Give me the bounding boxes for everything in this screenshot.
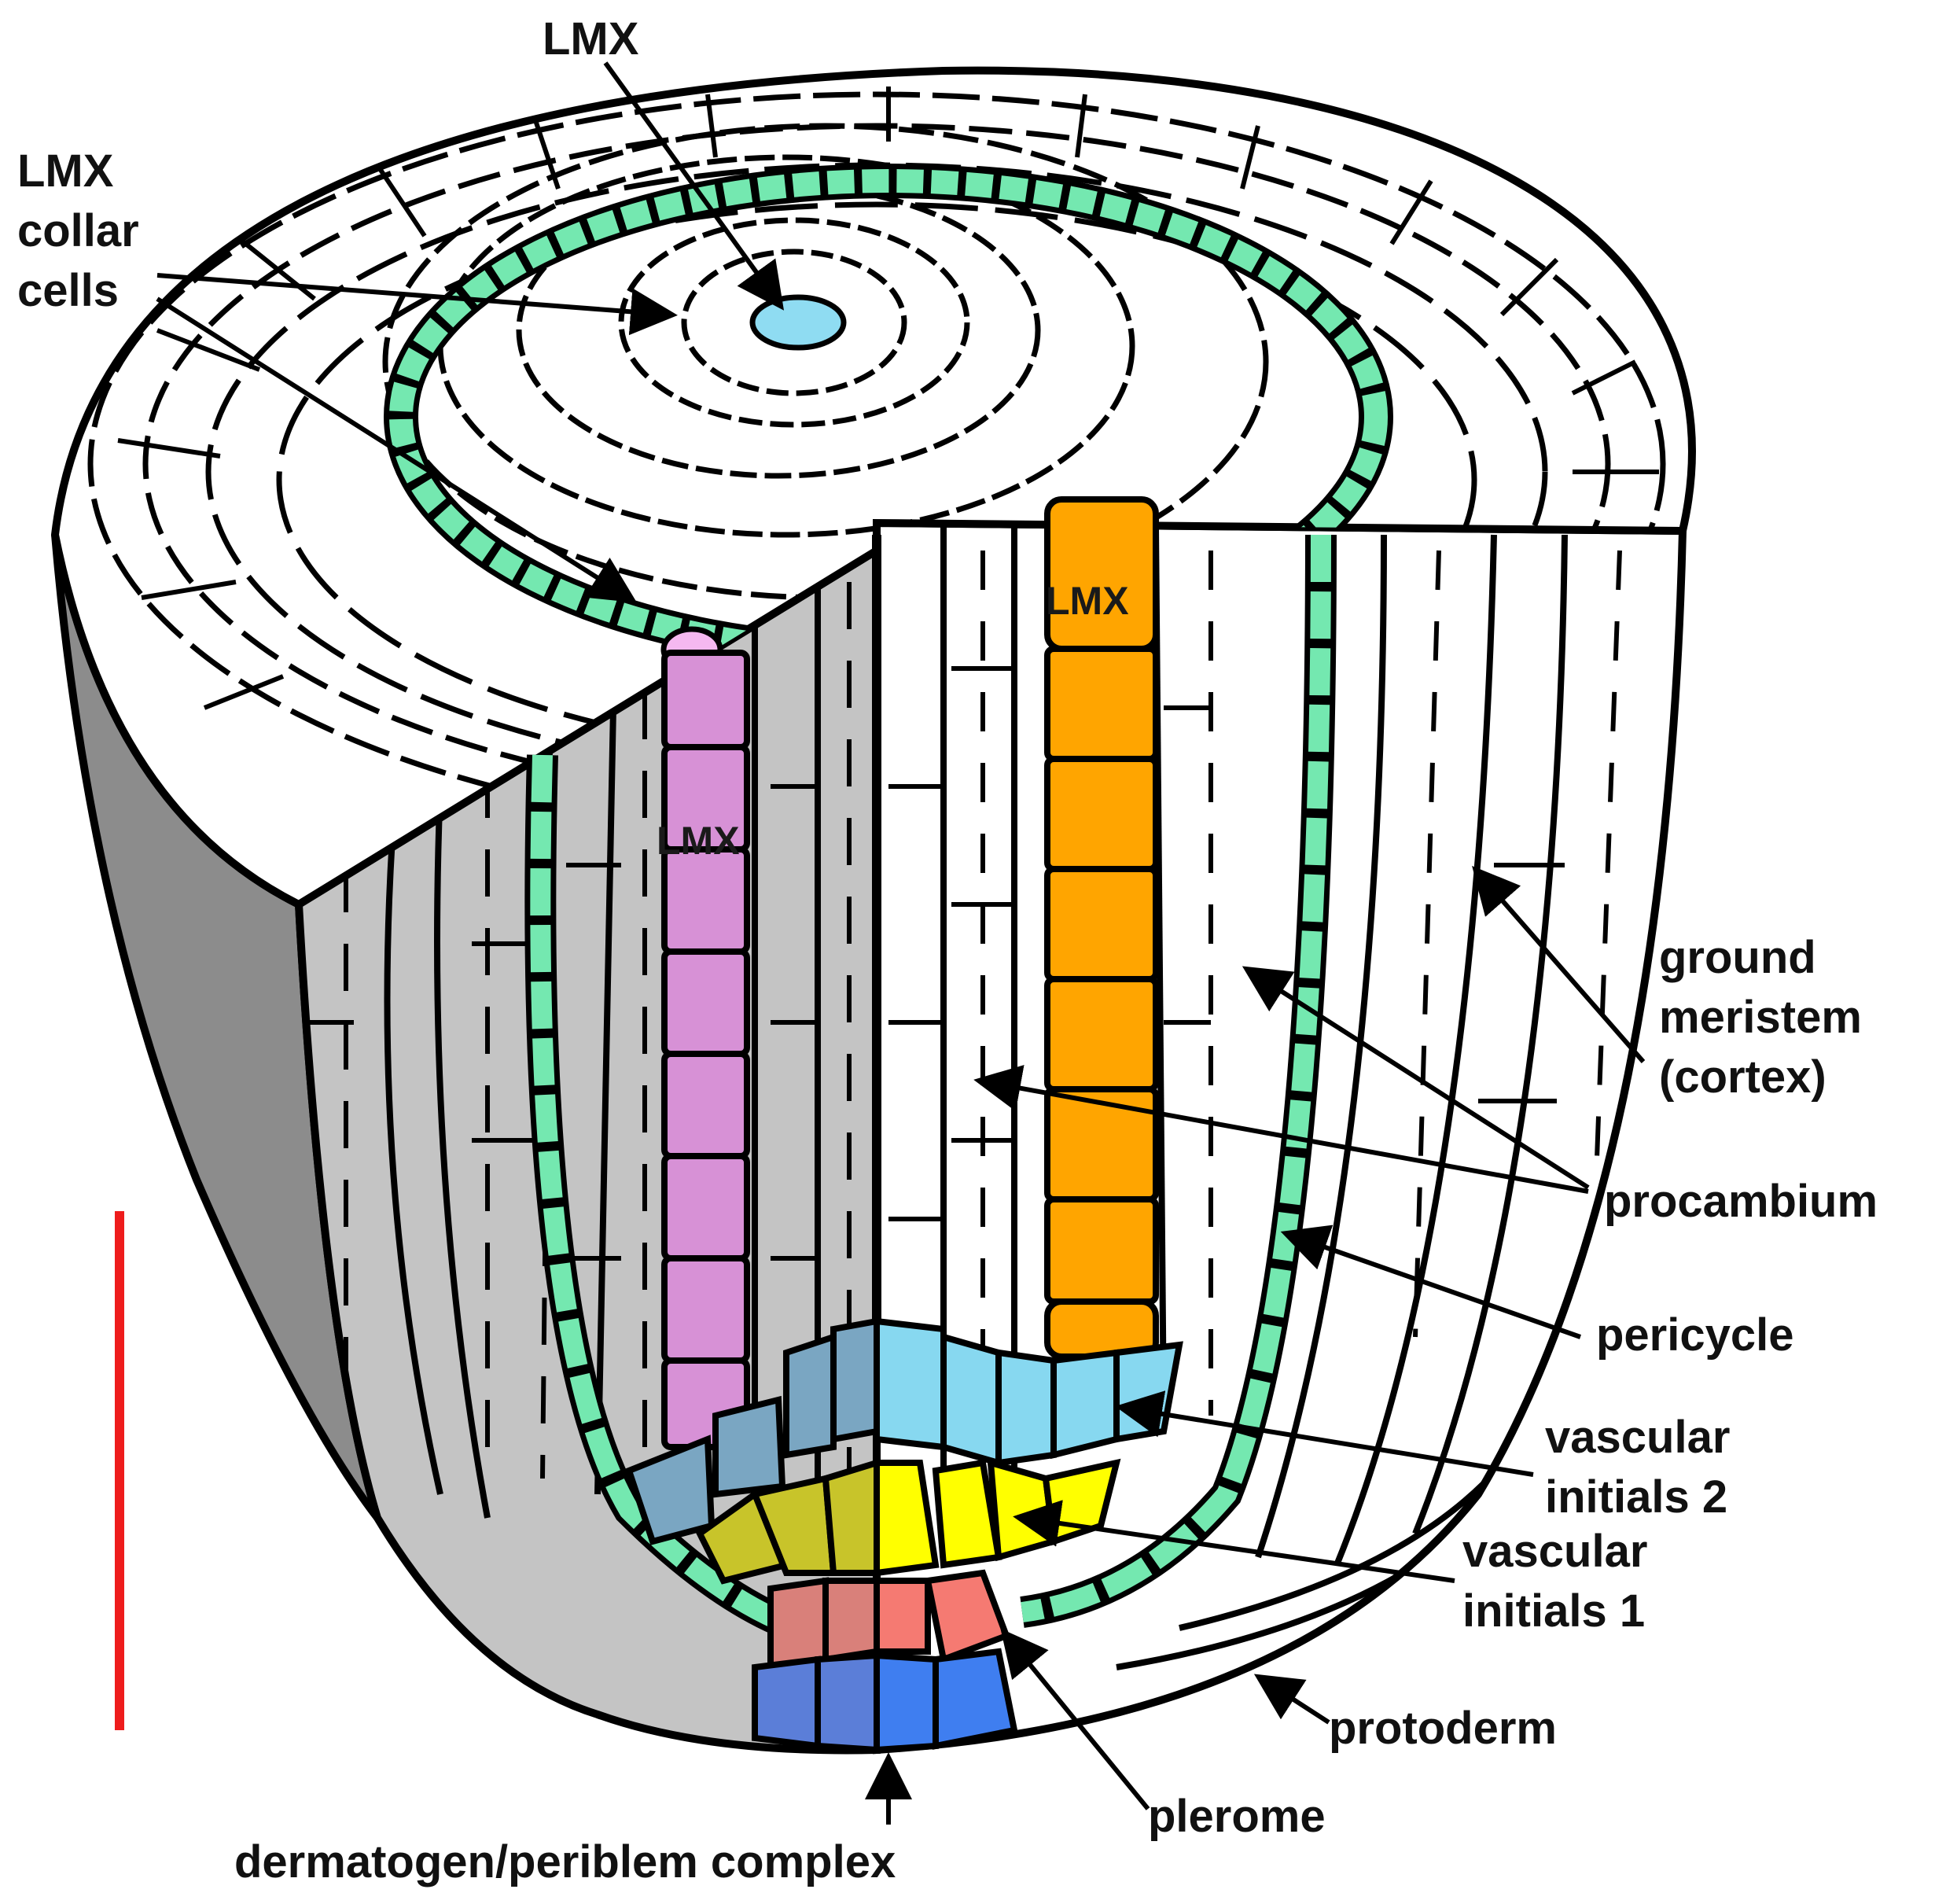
right-face-cells bbox=[888, 526, 1622, 1670]
label-vascular-initials-1: vascular initials 1 bbox=[1462, 1526, 1648, 1637]
label-vascular-initials-2: vascular initials 2 bbox=[1545, 1412, 1731, 1523]
pointer-arrows bbox=[156, 61, 1646, 1825]
label-pericycle: pericycle bbox=[1596, 1309, 1794, 1361]
dermatogen-cells bbox=[752, 1648, 1018, 1754]
left-face-cells bbox=[307, 566, 852, 1534]
label-lmx-orange: LMX bbox=[1046, 579, 1129, 623]
vascular-initials-2-cells bbox=[625, 1317, 1183, 1545]
label-dermatogen-periblem: dermatogen/periblem complex bbox=[234, 1836, 896, 1887]
label-lmx-pink: LMX bbox=[657, 819, 740, 863]
lmx-pink-column bbox=[661, 650, 750, 1450]
pericycle-cells-right bbox=[1021, 534, 1331, 1622]
label-protoderm: protoderm bbox=[1329, 1703, 1557, 1754]
label-plerome: plerome bbox=[1148, 1791, 1326, 1842]
pericycle-cells-top bbox=[389, 169, 1388, 665]
label-lmx-top: LMX bbox=[543, 13, 639, 64]
label-ground-meristem: ground meristem (cortex) bbox=[1659, 932, 1862, 1103]
lmx-top-cell bbox=[749, 294, 847, 351]
pericycle-cells-left bbox=[530, 754, 783, 1630]
label-lmx-collar-cells: LMX collar cells bbox=[17, 145, 139, 316]
lmx-orange-column bbox=[1044, 496, 1159, 1360]
label-procambium: procambium bbox=[1604, 1176, 1878, 1227]
